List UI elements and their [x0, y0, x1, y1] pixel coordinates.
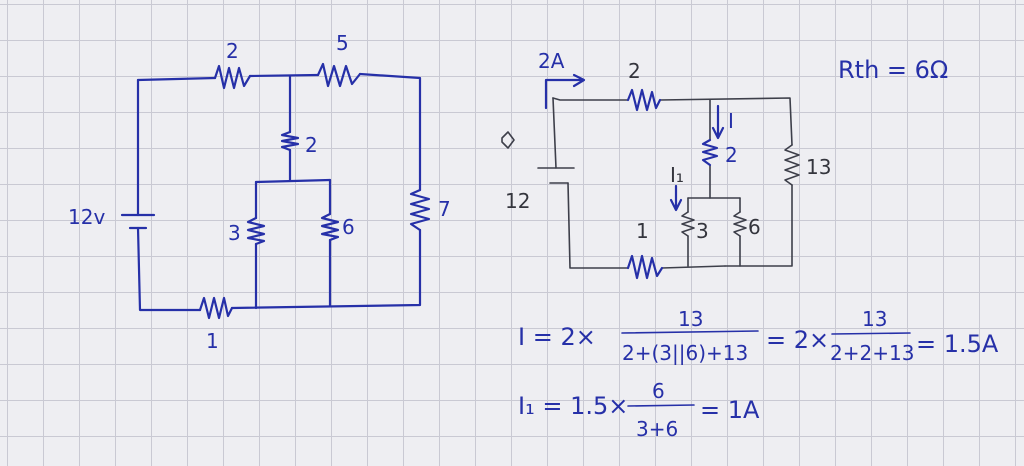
left-label-r-middle: 2 — [305, 133, 318, 157]
right-current-i-arrow-icon — [711, 104, 725, 140]
right-wire-left-upper — [552, 97, 557, 169]
right-wire-top — [552, 97, 629, 101]
right-wire-bottom — [661, 265, 726, 269]
right-battery-icon — [537, 167, 575, 184]
i-equation-denominator-1: 2+(3||6)+13 — [622, 341, 748, 365]
right-wire-top-2 — [659, 97, 793, 146]
right-label-current-source: 2A — [538, 49, 565, 73]
right-resistor-branch-left — [681, 211, 695, 237]
left-label-r-branch-left: 3 — [228, 221, 241, 245]
i1-equation-numerator: 6 — [652, 379, 665, 403]
right-label-r-branch-right: 6 — [748, 215, 761, 239]
left-resistor-top-right — [316, 62, 362, 88]
right-label-source: 12 — [505, 189, 530, 213]
i-equation-numerator-1: 13 — [678, 307, 703, 331]
left-label-r-right: 7 — [438, 197, 451, 221]
i-equation-denominator-2: 2+2+13 — [830, 341, 914, 365]
right-label-r-middle: 2 — [725, 143, 738, 167]
right-label-current-i1: I₁ — [670, 163, 684, 187]
right-resistor-bottom — [626, 254, 664, 280]
left-battery-icon — [120, 213, 156, 230]
right-current-arrow-icon — [544, 73, 586, 110]
left-wire-top-mid — [248, 73, 320, 78]
left-wire-left-lower — [136, 226, 202, 312]
left-label-r-branch-right: 6 — [342, 215, 355, 239]
i-equation-fraction-bar-2 — [831, 332, 911, 335]
right-label-r-branch-left: 3 — [696, 219, 709, 243]
right-label-r-right: 13 — [806, 155, 831, 179]
right-current-i1-arrow-icon — [669, 184, 683, 212]
left-label-source: 12v — [68, 205, 105, 229]
i1-equation-lhs: I₁ = 1.5× — [518, 392, 628, 420]
i-equation-lhs: I = 2× — [518, 323, 596, 351]
i-equation-middle: = 2× — [766, 326, 829, 354]
right-resistor-middle — [701, 138, 719, 167]
right-wire-right-lower — [724, 184, 793, 267]
left-resistor-middle — [280, 130, 300, 152]
left-wire-top-right — [358, 72, 422, 192]
left-resistor-branch-right — [320, 212, 340, 242]
left-label-r-top-right: 5 — [336, 31, 349, 55]
i1-equation-denominator: 3+6 — [636, 417, 678, 441]
left-wire-bottom — [230, 228, 422, 310]
left-label-r-bottom: 1 — [206, 329, 219, 353]
left-circuit: 2 5 2 3 6 7 1 12v — [68, 31, 451, 353]
right-circuit: 2A 2 I 2 13 I₁ 3 6 1 12 — [501, 49, 831, 280]
right-resistor-right — [784, 144, 800, 186]
i-equation-fraction-bar-1 — [621, 330, 759, 334]
left-resistor-top-left — [213, 64, 252, 90]
rth-equation: Rth = 6Ω — [838, 56, 948, 84]
i-equation-numerator-2: 13 — [862, 307, 887, 331]
right-resistor-top — [626, 88, 662, 112]
left-resistor-bottom — [198, 296, 234, 320]
right-label-r-bottom: 1 — [636, 219, 649, 243]
i1-equation-fraction-bar — [627, 404, 695, 407]
right-doodle-icon — [501, 131, 515, 149]
right-resistor-branch-right — [733, 211, 747, 237]
i-equation-result: = 1.5A — [916, 330, 999, 358]
left-resistor-branch-left — [246, 216, 266, 246]
right-label-current-i: I — [728, 109, 734, 133]
right-label-r-top: 2 — [628, 59, 641, 83]
right-wire-left-lower — [567, 182, 629, 269]
equations: Rth = 6Ω I = 2× 13 2+(3||6)+13 = 2× 13 2… — [518, 56, 999, 441]
left-wire-branch-top — [254, 178, 332, 184]
left-resistor-right — [409, 188, 431, 232]
left-wire-top-left — [136, 76, 217, 82]
i1-equation-result: = 1A — [700, 396, 760, 424]
left-label-r-top-left: 2 — [226, 39, 239, 63]
